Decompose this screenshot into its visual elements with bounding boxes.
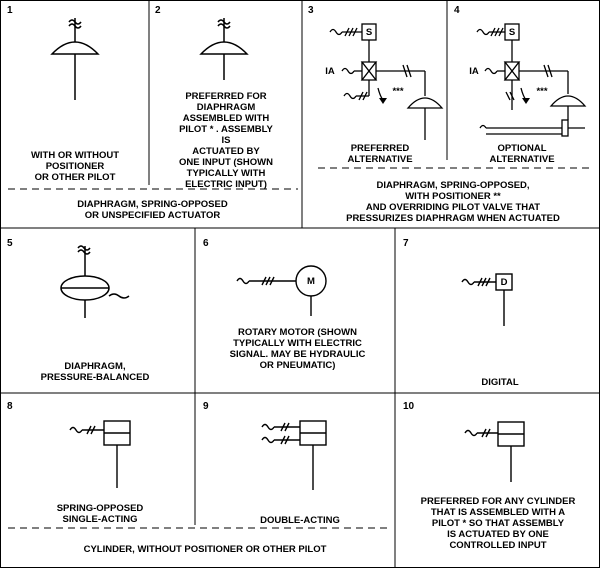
cell-5-caption: DIAPHRAGM, PRESSURE-BALANCED — [40, 361, 150, 383]
cell-4-caption: OPTIONAL ALTERNATIVE — [489, 143, 555, 165]
cell-4-number: 4 — [454, 5, 460, 16]
cell-4-ia-label: IA — [469, 66, 479, 77]
cell-2-caption: PREFERRED FOR DIAPHRAGM ASSEMBLED WITH P… — [179, 91, 273, 190]
group-3-4-caption: DIAPHRAGM, SPRING-OPPOSED, WITH POSITION… — [346, 180, 560, 224]
group-1-2-caption: DIAPHRAGM, SPRING-OPPOSED OR UNSPECIFIED… — [77, 199, 228, 221]
cell-1-caption: WITH OR WITHOUT POSITIONER OR OTHER PILO… — [30, 150, 120, 183]
cell-10-number: 10 — [403, 401, 415, 412]
cell-7-number: 7 — [403, 238, 409, 249]
cell-4-s-label: S — [508, 27, 516, 38]
group-8-9-10-caption: CYLINDER, WITHOUT POSITIONER OR OTHER PI… — [83, 544, 327, 555]
motor-m-label: M — [307, 276, 315, 287]
cell-8-number: 8 — [7, 401, 13, 412]
cell-5-number: 5 — [7, 238, 13, 249]
cell-7-caption: DIGITAL — [481, 377, 519, 388]
cell-3-caption: PREFERRED ALTERNATIVE — [347, 143, 413, 165]
cell-9-caption: DOUBLE-ACTING — [260, 515, 340, 526]
cell-3-stars: *** — [392, 86, 404, 97]
cell-9-number: 9 — [203, 401, 209, 412]
cell-3-ia-label: IA — [325, 66, 335, 77]
cell-1-number: 1 — [7, 5, 13, 16]
cell-8-caption: SPRING-OPPOSED SINGLE-ACTING — [56, 503, 144, 525]
digital-d-label: D — [500, 277, 508, 288]
cell-10-caption: PREFERRED FOR ANY CYLINDER THAT IS ASSEM… — [420, 496, 576, 551]
cell-6-caption: ROTARY MOTOR (SHOWN TYPICALLY WITH ELECT… — [229, 327, 366, 371]
cell-4-stars: *** — [536, 86, 548, 97]
cell-3-s-label: S — [365, 27, 373, 38]
cell-6-number: 6 — [203, 238, 209, 249]
cell-3-number: 3 — [308, 5, 314, 16]
cell-2-number: 2 — [155, 5, 161, 16]
